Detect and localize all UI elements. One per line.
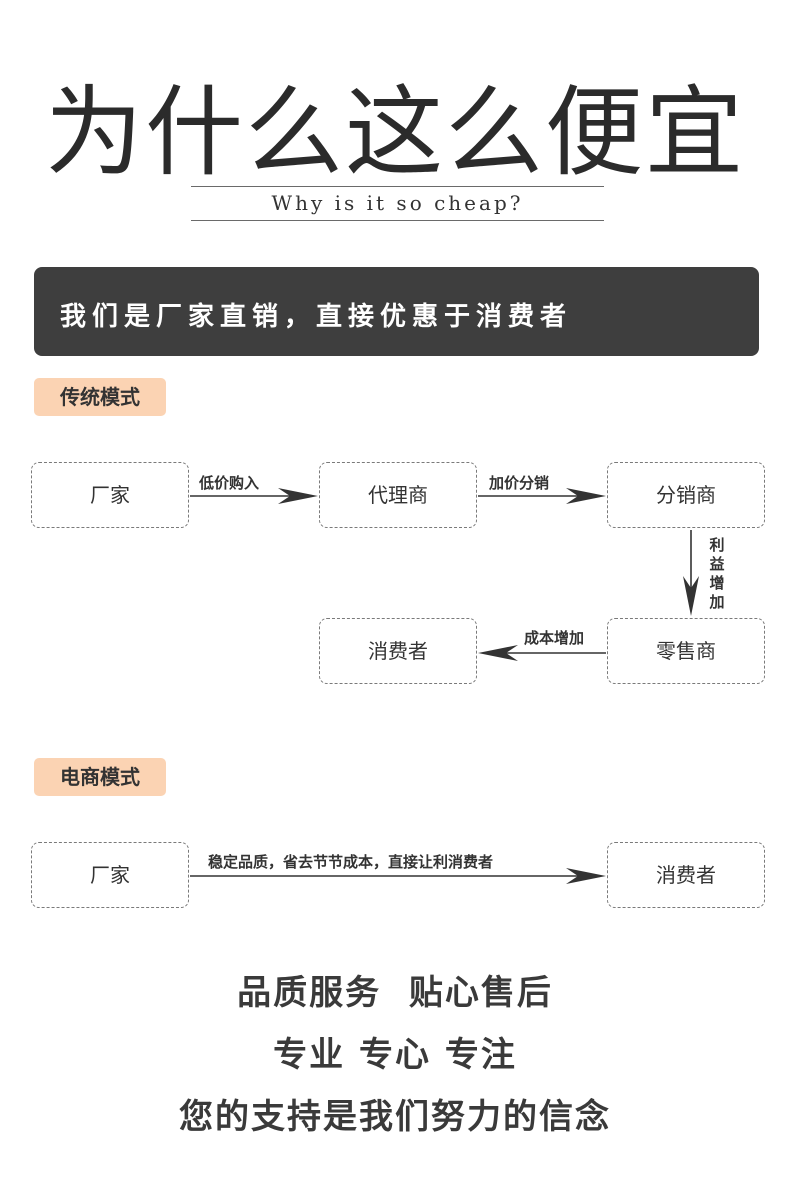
node-consumer: 消费者: [319, 618, 477, 684]
arrowhead-retailer-consumer: [478, 645, 518, 661]
node-manufacturer: 厂家: [31, 462, 189, 528]
slogan-support: 您的支持是我们努力的信念: [179, 1097, 611, 1137]
node-distributor: 分销商: [607, 462, 765, 528]
title-divider-top: [191, 186, 604, 187]
arrowhead-agent-distributor: [566, 488, 606, 504]
node-agent: 代理商: [319, 462, 477, 528]
ecommerce-model-tag: 电商模式: [34, 758, 166, 796]
title-divider-bottom: [191, 220, 604, 221]
banner-text: 我们是厂家直销，直接优惠于消费者: [60, 302, 573, 332]
arrowhead-distributor-retailer: [683, 576, 699, 616]
ec-edge-label: 稳定品质，省去节节成本，直接让利消费者: [208, 853, 494, 871]
page-subtitle: Why is it so cheap?: [271, 191, 524, 215]
ec-node-consumer: 消费者: [607, 842, 765, 908]
slogan-service: 品质服务 贴心售后: [237, 973, 553, 1013]
direct-sale-banner: 我们是厂家直销，直接优惠于消费者: [34, 267, 759, 356]
edge-label-low-price-buy: 低价购入: [199, 474, 260, 492]
edge-label-markup-distribute: 加价分销: [489, 474, 550, 492]
ec-node-manufacturer: 厂家: [31, 842, 189, 908]
node-retailer: 零售商: [607, 618, 765, 684]
page-title: 为什么这么便宜: [44, 76, 745, 190]
arrowhead-factory-agent: [278, 488, 318, 504]
edge-label-cost-increase: 成本增加: [524, 629, 585, 647]
arrowhead-ec-factory-consumer: [566, 868, 606, 884]
edge-label-profit-increase: 利益增加: [709, 536, 725, 611]
slogan-professional: 专业 专心 专注: [273, 1035, 517, 1075]
traditional-model-tag: 传统模式: [34, 378, 166, 416]
